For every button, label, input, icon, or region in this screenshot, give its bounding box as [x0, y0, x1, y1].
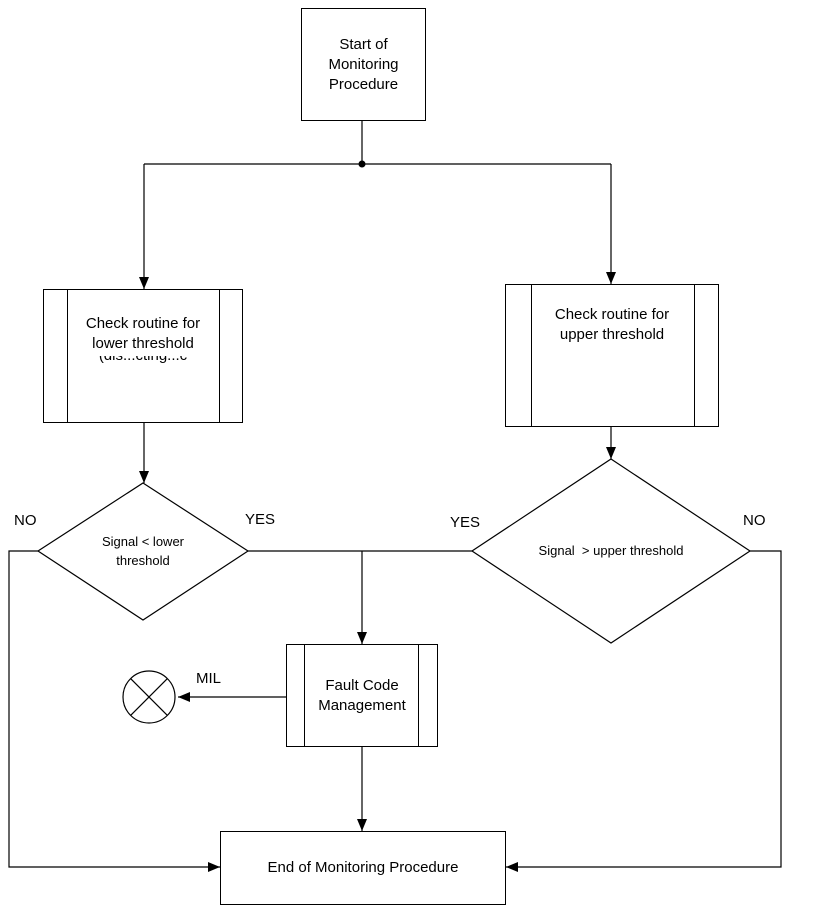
start-text-line2: Monitoring	[328, 55, 399, 73]
label-mil: MIL	[196, 670, 222, 687]
label-left-no: NO	[14, 512, 37, 529]
start-box: Start of Monitoring Procedure	[301, 8, 426, 121]
check-lower-line3-clipped: (dis...cting...c	[44, 356, 242, 364]
decision-upper-diamond	[470, 458, 752, 644]
decision-lower-text: Signal < lower threshold	[101, 534, 185, 568]
check-lower-box: Check routine for lower threshold (dis..…	[43, 289, 243, 423]
label-left-yes: YES	[245, 511, 276, 528]
end-text: End of Monitoring Procedure	[267, 859, 459, 876]
junction-dot	[358, 160, 366, 168]
fault-code-box: Fault Code Management	[286, 644, 438, 747]
end-box: End of Monitoring Procedure	[220, 831, 506, 905]
label-right-no: NO	[743, 512, 766, 529]
start-text-line3: Procedure	[328, 75, 399, 93]
fault-code-line2: Management	[318, 697, 406, 714]
check-upper-line2: upper threshold	[559, 326, 665, 343]
start-text-line1: Start of	[339, 35, 388, 53]
check-lower-line1: Check routine for	[85, 315, 201, 332]
decision-lower-diamond	[36, 482, 250, 621]
mil-lamp-crossed-circle-icon	[122, 670, 176, 724]
fault-code-line1: Fault Code	[325, 677, 399, 694]
check-upper-box: Check routine for upper threshold	[505, 284, 719, 427]
connector-left-no	[8, 550, 220, 872]
connector-right-no	[506, 550, 782, 872]
decision-upper-text: Signal > upper threshold	[538, 543, 684, 558]
check-lower-line2: lower threshold	[92, 335, 194, 352]
check-upper-line1: Check routine for	[554, 306, 670, 323]
label-right-yes: YES	[450, 514, 481, 531]
